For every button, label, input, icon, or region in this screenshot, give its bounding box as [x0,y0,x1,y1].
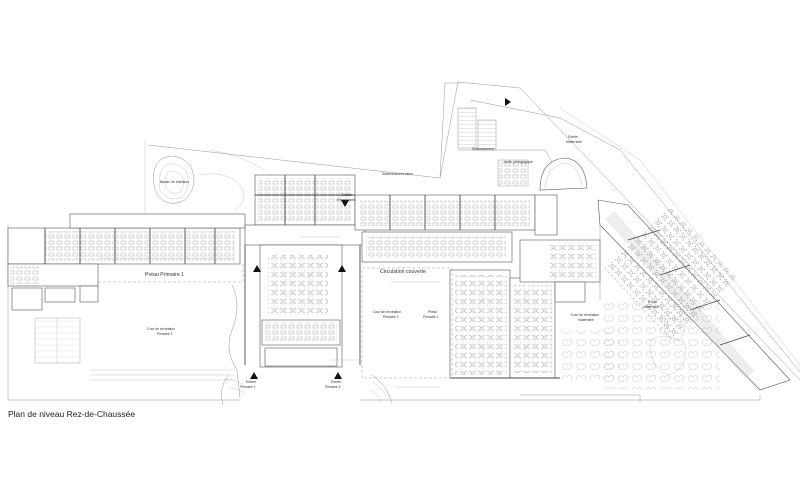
label-stationnement: Stationnement [472,147,494,151]
retention-basin [153,149,266,211]
arrow-right-icon [505,98,511,106]
parking-area [457,107,588,191]
label-cour-primaire-2-a: Cour de récréation [373,310,401,314]
plan-caption: Plan de niveau Rez-de-Chaussée [8,409,136,419]
label-jardin: Jardin pédagogique [503,160,533,164]
label-cour-maternelle-a: Cour de récréation [571,313,599,317]
label-cour-primaire-1-b: Primaire 1 [157,332,173,336]
plan-labels: Bassin de rétention Stationnement vélos … [145,135,659,389]
label-entree-enseignants-2: Enseignants [337,198,356,202]
label-entree-p2-a: Entrée [331,380,341,384]
label-cour-primaire-2-b: Primaire 2 [383,315,399,319]
label-preau-maternelle-b: maternelle [643,305,659,309]
landscape [560,300,720,390]
building-primaire-2 [361,239,601,379]
label-bassin: Bassin de rétention [160,180,189,184]
arrow-up-icon [250,372,258,379]
label-preau-maternelle-a: Préau [648,300,657,304]
label-entree-maternelle-2: Maternelle [566,140,582,144]
level-markers [100,236,440,388]
label-preau-primaire-2-b: Primaire 2 [423,315,439,319]
label-preau-primaire-2-a: Préau [428,310,437,314]
label-entree-maternelle-1: Entrée [568,135,578,139]
entrance-arrows [250,98,511,379]
label-cour-primaire-1-a: Cour de récréation [147,327,175,331]
label-entree-p1-b: Primaire 1 [240,385,256,389]
site-boundary [7,81,800,402]
arrow-up-icon [334,372,342,379]
label-entree-p2-b: Primaire 2 [325,385,341,389]
building-central [221,174,393,406]
label-stationnement-velos: Stationnement vélos [382,172,413,176]
label-cour-maternelle-b: maternelle [578,318,594,322]
label-circulation: Circulation couverte [380,269,426,275]
arrow-up-icon [338,265,346,272]
arrow-up-icon [253,265,261,272]
label-entree-enseignants-1: Entrée [342,193,352,197]
building-primaire-1 [7,213,246,399]
label-entree-p1-a: Entrée [246,380,256,384]
label-preau-primaire-1: Préau Primaire 1 [145,272,184,278]
arrow-down-icon [341,200,349,207]
building-teachers [354,194,558,263]
